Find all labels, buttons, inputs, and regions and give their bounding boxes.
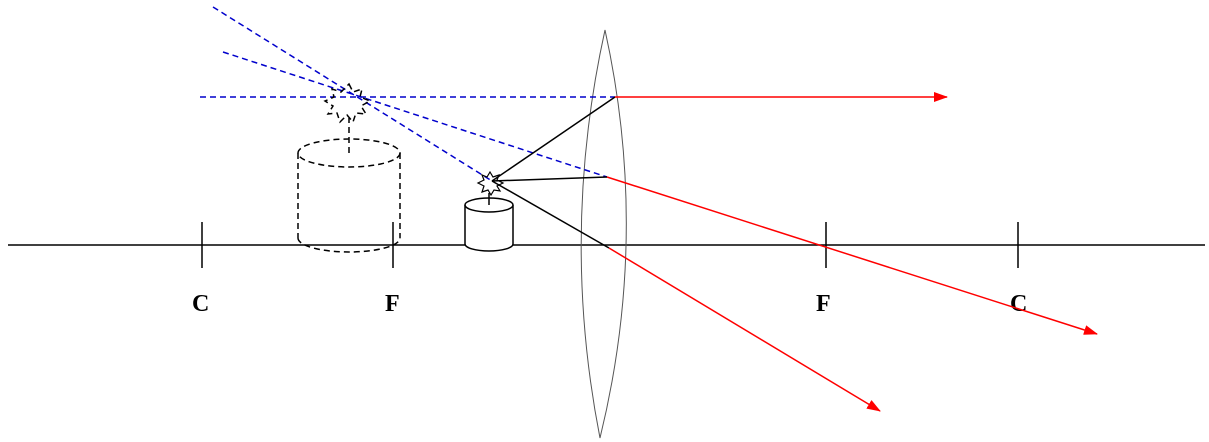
virtual-image-cylinder xyxy=(297,82,401,253)
incident-ray-2 xyxy=(491,176,608,182)
label-c-left: C xyxy=(192,291,209,317)
label-f-right: F xyxy=(816,291,831,317)
incident-ray-1 xyxy=(491,96,616,182)
label-f-left: F xyxy=(385,291,400,317)
virtual-ray-extensions xyxy=(200,6,615,182)
refracted-rays xyxy=(606,92,1098,412)
incident-rays xyxy=(491,96,616,249)
virtual-ray-steep xyxy=(212,6,493,182)
object-flame xyxy=(476,170,505,197)
incident-ray-3 xyxy=(491,180,610,249)
virtual-image-flame xyxy=(323,82,372,124)
convex-lens xyxy=(580,29,627,439)
label-c-right: C xyxy=(1010,291,1027,317)
refracted-ray-2 xyxy=(606,176,1098,335)
virtual-ray-shallow xyxy=(222,51,608,178)
refracted-ray-3 xyxy=(608,247,881,412)
object-candle xyxy=(464,170,514,252)
